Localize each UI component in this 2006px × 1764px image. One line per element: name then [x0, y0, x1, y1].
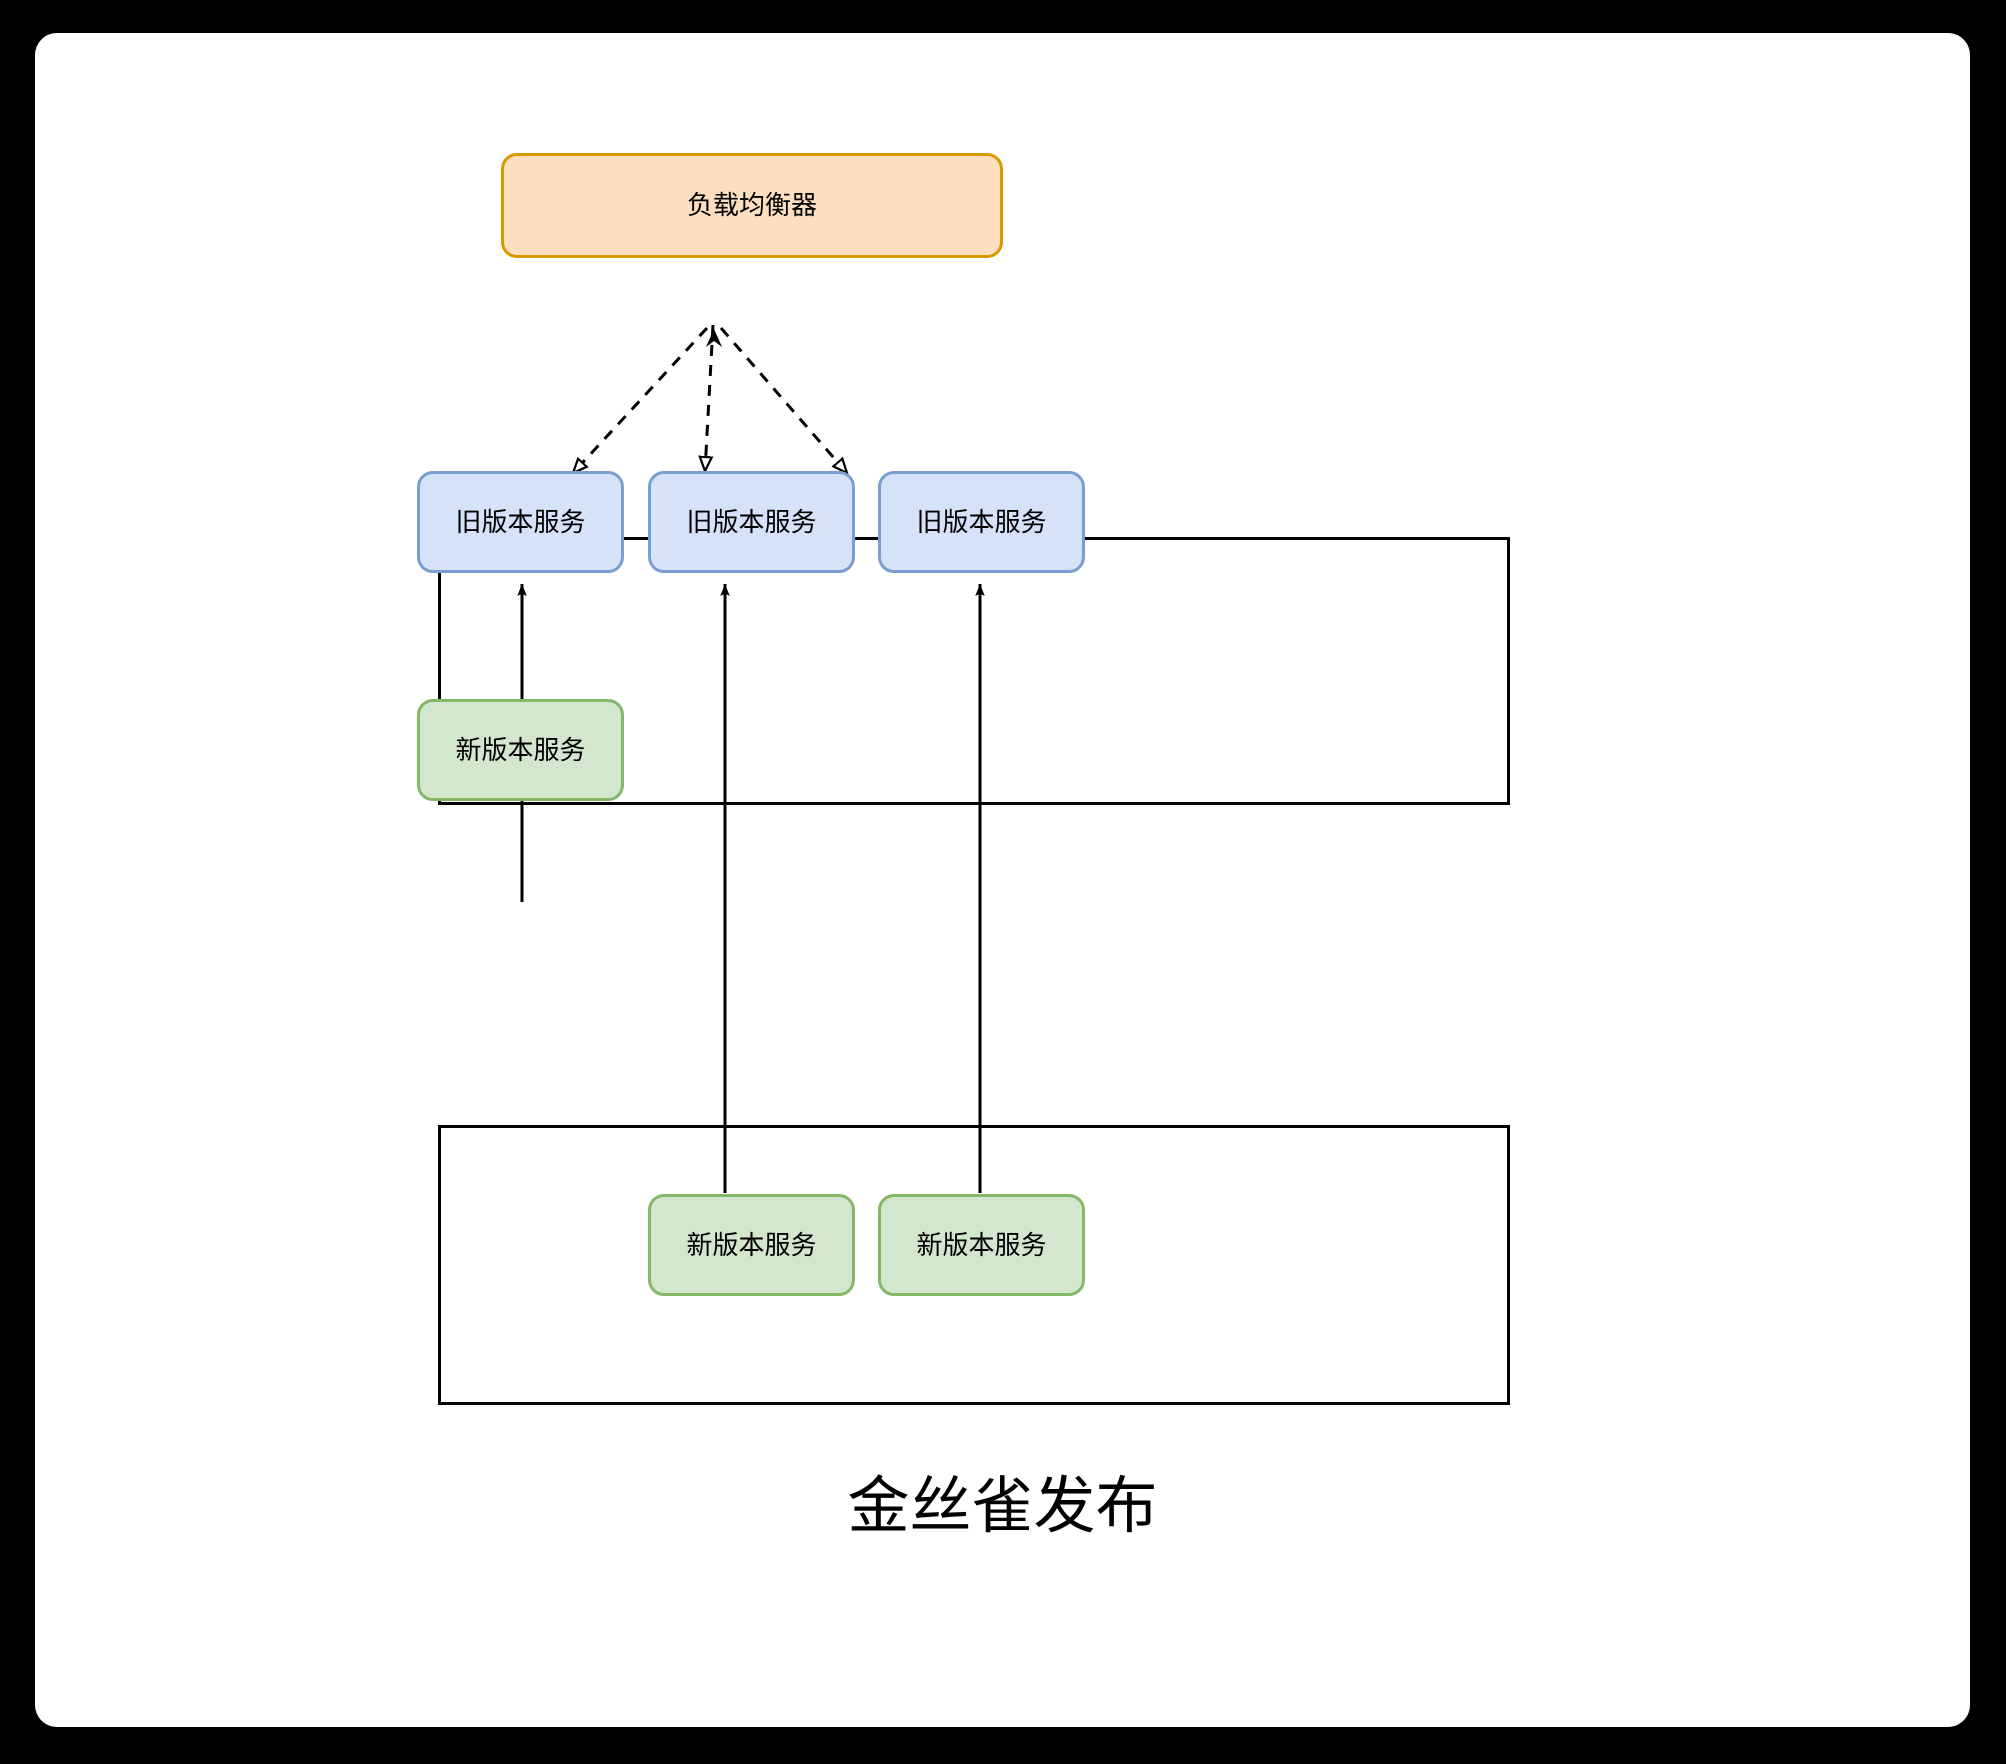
- diagram-title: 金丝雀发布: [847, 1472, 1158, 1541]
- node-new-service-standalone[interactable]: 新版本服务: [417, 699, 624, 801]
- node-old-service-3-label: 旧版本服务: [916, 506, 1047, 537]
- node-old-service-2-label: 旧版本服务: [686, 506, 817, 537]
- diagram-canvas: 负载均衡器 旧版本服务 旧版本服务 旧版本服务 新版本服务 新版本服务 新版本服…: [35, 33, 1970, 1727]
- node-new-service-2-label: 新版本服务: [916, 1229, 1047, 1260]
- diagram-root: 负载均衡器 旧版本服务 旧版本服务 旧版本服务 新版本服务 新版本服务 新版本服…: [35, 33, 1970, 1727]
- edge-old3-to-lb: [719, 327, 847, 473]
- node-new-service-1-label: 新版本服务: [686, 1229, 817, 1260]
- node-new-service-2[interactable]: 新版本服务: [878, 1194, 1085, 1296]
- edge-old1-to-lb: [573, 326, 709, 473]
- node-old-service-1-label: 旧版本服务: [455, 506, 586, 537]
- node-new-service-standalone-label: 新版本服务: [455, 734, 586, 765]
- group-new-version: [438, 1125, 1510, 1405]
- edge-lb-inbound-tip: [706, 329, 722, 347]
- node-load-balancer[interactable]: 负载均衡器: [501, 153, 1003, 258]
- node-old-service-1[interactable]: 旧版本服务: [417, 471, 624, 573]
- edge-old2-to-lb: [705, 324, 715, 471]
- node-load-balancer-label: 负载均衡器: [686, 190, 817, 221]
- node-old-service-2[interactable]: 旧版本服务: [648, 471, 855, 573]
- node-new-service-1[interactable]: 新版本服务: [648, 1194, 855, 1296]
- node-old-service-3[interactable]: 旧版本服务: [878, 471, 1085, 573]
